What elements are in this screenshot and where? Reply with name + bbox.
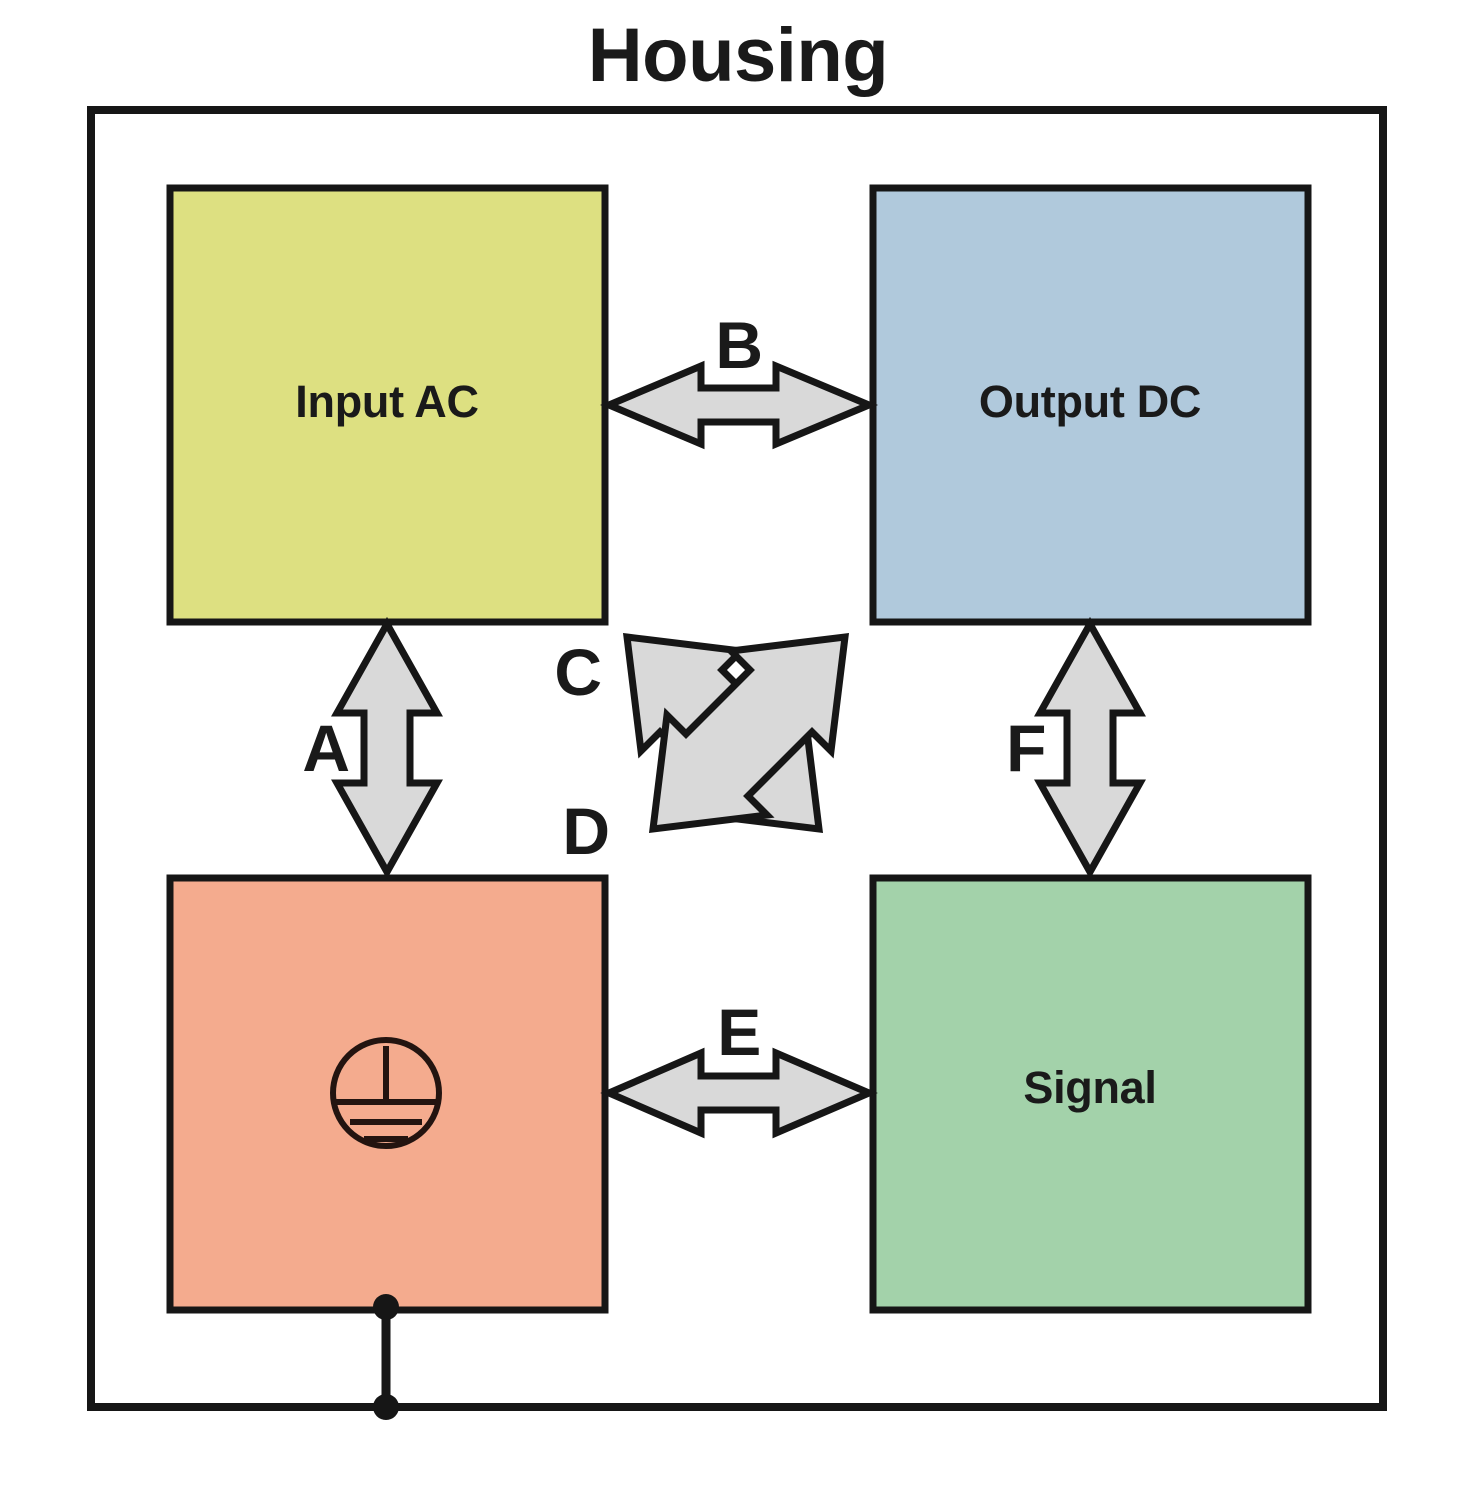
connection-label-d: D [562,794,610,868]
arrow-d[interactable] [648,632,850,834]
connection-label-b: B [715,308,763,382]
arrow-b[interactable] [600,360,879,450]
protective-earth-ground-icon [330,1037,442,1149]
chassis-exit-node [373,1394,399,1420]
block-label-output-dc: Output DC [978,376,1202,427]
housing-enclosure [87,106,1387,1411]
protective-earth-node [373,1294,399,1320]
connection-label-f: F [1006,711,1046,785]
ground-lead [373,1294,399,1420]
connection-label-a: A [302,711,350,785]
arrow-f[interactable] [1034,616,1146,880]
arrow-a[interactable] [331,616,443,880]
page-title: Housing [587,13,889,98]
connection-label-c: C [554,635,602,709]
block-label-signal: Signal [1023,1062,1157,1113]
connection-label-e: E [717,995,761,1069]
block-label-input-ac: Input AC [295,376,479,427]
arrow-e[interactable] [600,1047,878,1139]
block-output-dc[interactable] [869,184,1312,626]
